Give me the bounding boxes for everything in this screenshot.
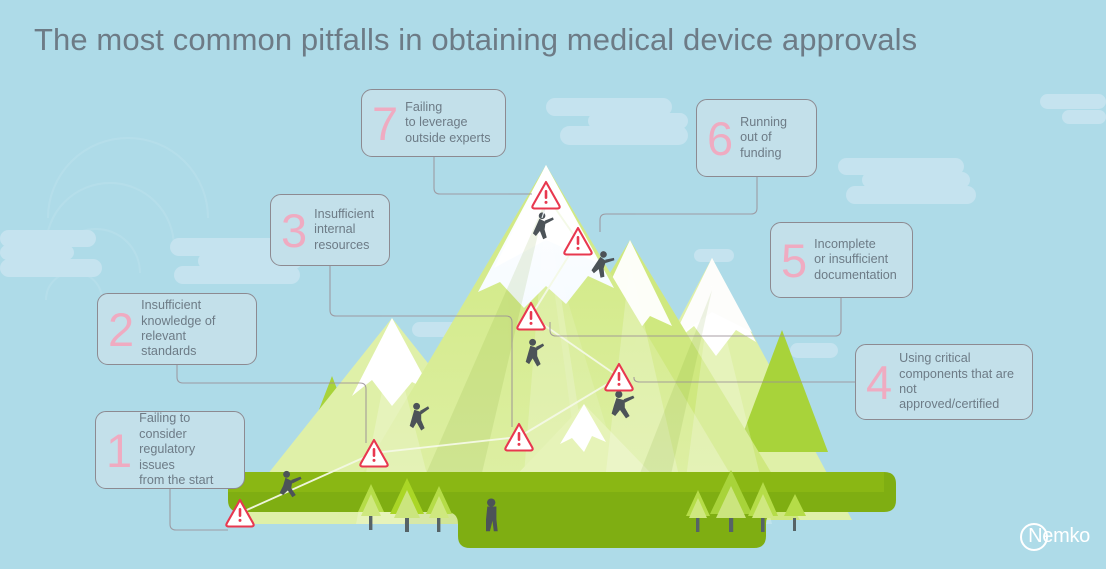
connector-3 xyxy=(329,266,513,427)
climber-silhouette xyxy=(409,402,430,431)
connector-7 xyxy=(433,157,532,195)
nemko-logo[interactable]: Nemko xyxy=(1020,521,1090,551)
callout-box-7[interactable]: 7 Failing to leverage outside experts xyxy=(361,89,506,157)
connector-2 xyxy=(176,365,367,443)
pine-tree xyxy=(426,486,452,532)
cloud xyxy=(838,158,976,204)
callout-text-6: Running out of funding xyxy=(740,114,788,160)
connector-lines xyxy=(169,157,855,531)
callout-number-4: 4 xyxy=(866,355,893,409)
cloud-small xyxy=(790,343,838,358)
pine-tree xyxy=(390,478,424,532)
callout-box-5[interactable]: 5 Incomplete or insufficient documentati… xyxy=(770,222,913,298)
tree-group xyxy=(358,470,806,532)
climber-silhouette xyxy=(591,251,615,278)
callout-text-1: Failing to consider regulatory issues fr… xyxy=(139,411,214,488)
climber-silhouette xyxy=(486,498,498,532)
callout-text-3: Insufficient internal resources xyxy=(314,206,375,252)
warning-triangle-icon xyxy=(516,301,546,331)
cloud xyxy=(0,230,102,277)
climber-silhouette xyxy=(279,470,302,498)
pine-tree xyxy=(784,494,806,531)
callout-text-5: Incomplete or insufficient documentation xyxy=(814,236,897,282)
connector-4 xyxy=(633,377,855,383)
climber-silhouette xyxy=(611,390,635,419)
callout-number-2: 2 xyxy=(108,302,135,356)
pine-tree xyxy=(748,482,778,532)
warning-triangle-icon xyxy=(604,362,634,392)
cloud-small xyxy=(1062,110,1106,124)
pine-tree xyxy=(358,484,384,530)
climber-silhouette xyxy=(525,338,545,367)
connector-5 xyxy=(549,298,842,337)
climber-group xyxy=(279,212,635,532)
warning-triangle-icon xyxy=(504,422,534,452)
slope-shading xyxy=(404,200,712,524)
pine-tree xyxy=(710,470,752,532)
nemko-circle-logo-icon xyxy=(1020,523,1049,551)
callout-number-5: 5 xyxy=(781,233,808,287)
callout-text-4: Using critical components that are not a… xyxy=(899,351,1014,412)
callout-text-7: Failing to leverage outside experts xyxy=(405,99,491,145)
connector-1 xyxy=(169,489,228,531)
callout-box-6[interactable]: 6 Running out of funding xyxy=(696,99,817,177)
cloud-small xyxy=(1040,94,1106,109)
callout-box-4[interactable]: 4 Using critical components that are not… xyxy=(855,344,1033,420)
callout-box-1[interactable]: 1 Failing to consider regulatory issues … xyxy=(95,411,245,489)
callout-text-2: Insufficient knowledge of relevant stand… xyxy=(141,298,216,359)
callout-number-6: 6 xyxy=(707,111,734,165)
warning-marker-group xyxy=(225,180,634,528)
page-title: The most common pitfalls in obtaining me… xyxy=(34,22,918,57)
pine-tree xyxy=(686,490,710,532)
warning-triangle-icon xyxy=(359,438,389,468)
callout-box-2[interactable]: 2 Insufficient knowledge of relevant sta… xyxy=(97,293,257,365)
callout-box-3[interactable]: 3 Insufficient internal resources xyxy=(270,194,390,266)
callout-number-3: 3 xyxy=(281,203,308,257)
cloud-small xyxy=(694,249,734,262)
connector-6 xyxy=(599,177,758,232)
warning-triangle-icon xyxy=(531,180,561,210)
callout-number-1: 1 xyxy=(106,423,133,477)
warning-triangle-icon xyxy=(563,226,593,256)
cloud-group xyxy=(0,94,1106,358)
cloud xyxy=(546,98,688,145)
warning-triangle-icon xyxy=(225,498,255,528)
callout-number-7: 7 xyxy=(372,96,399,150)
brand-name: Nemko xyxy=(1028,524,1090,547)
